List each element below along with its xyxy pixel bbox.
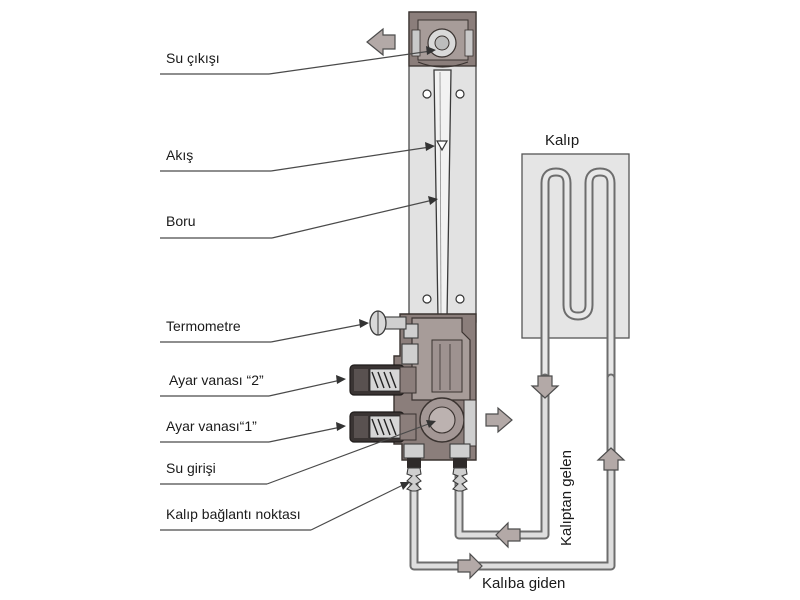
leader-arrowhead bbox=[426, 46, 436, 55]
to-mold-label: Kalıba giden bbox=[482, 575, 565, 592]
flow-label: Akış bbox=[166, 147, 193, 163]
valve-block bbox=[393, 313, 477, 492]
float-icon bbox=[435, 140, 449, 152]
water-inlet-label: Su girişi bbox=[166, 460, 216, 476]
right-arrow-icon bbox=[457, 552, 483, 580]
leader-arrowhead bbox=[359, 319, 369, 328]
leader-arrowhead bbox=[336, 422, 346, 431]
leader-arrowhead bbox=[425, 142, 435, 151]
outlet-arrow-icon bbox=[366, 27, 396, 57]
adjustment-valve-1-label: Ayar vanası“1” bbox=[166, 418, 257, 434]
mold-panel bbox=[521, 153, 630, 378]
mold-connection-label: Kalıp bağlantı noktası bbox=[166, 506, 301, 522]
from-mold-label: Kalıptan gelen bbox=[558, 450, 575, 546]
tube-label: Boru bbox=[166, 213, 196, 229]
adjustment-valve-1 bbox=[349, 411, 417, 443]
up-arrow-icon bbox=[596, 447, 626, 471]
leader-arrowhead bbox=[400, 482, 410, 490]
flowmeter-column bbox=[408, 11, 477, 323]
adjustment-valve-2 bbox=[349, 364, 417, 396]
thermometer bbox=[369, 310, 407, 336]
water-outlet-label: Su çıkışı bbox=[166, 50, 220, 66]
leader-arrowhead bbox=[426, 420, 436, 428]
inlet-arrow-icon bbox=[485, 406, 513, 434]
leader-arrowhead bbox=[336, 375, 346, 384]
left-arrow-icon bbox=[495, 521, 521, 549]
down-arrow-icon bbox=[530, 375, 560, 399]
adjustment-valve-2-label: Ayar vanası “2” bbox=[169, 372, 264, 388]
leader-arrowhead bbox=[428, 196, 438, 205]
mold-label: Kalıp bbox=[545, 132, 579, 149]
thermometer-label: Termometre bbox=[166, 318, 241, 334]
